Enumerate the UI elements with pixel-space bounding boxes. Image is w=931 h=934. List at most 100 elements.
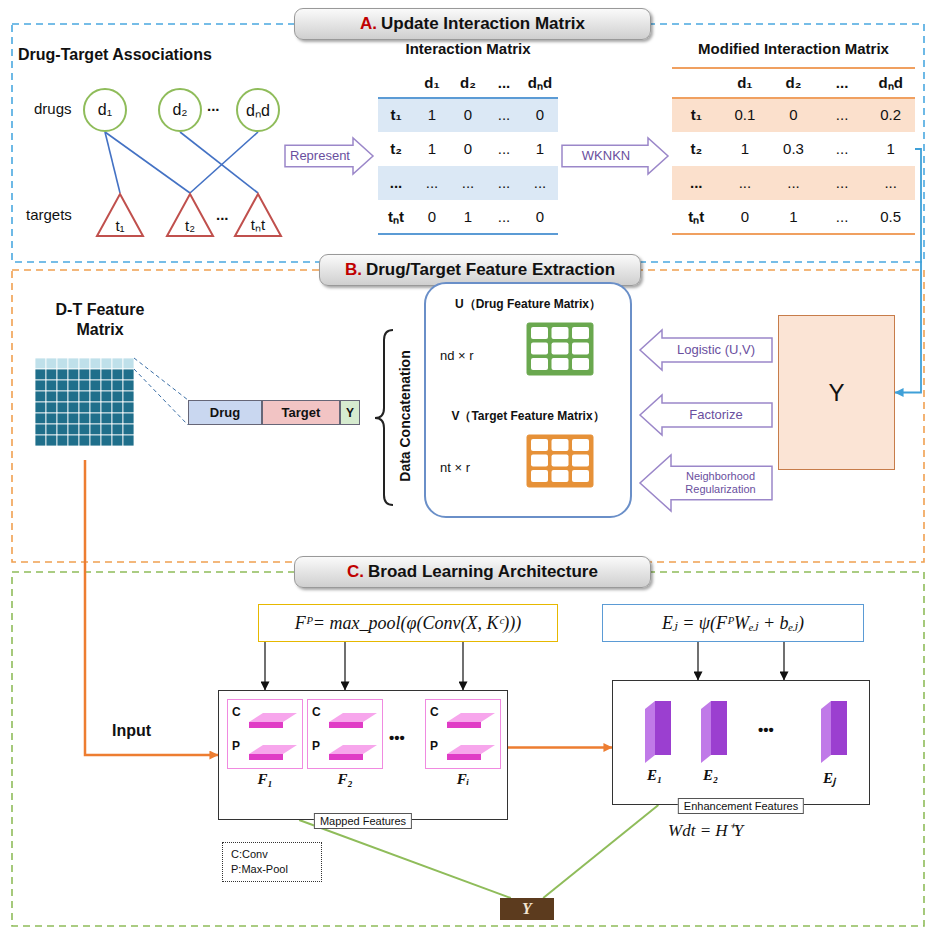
text-wrap: d₁ [85,90,125,130]
grid-cell [79,413,90,424]
table-cell: d₂ [450,68,486,98]
grid-cell [90,424,101,435]
grid-cell [68,391,79,402]
grid-cell [90,435,101,446]
grid-cell [572,358,589,370]
connector [299,820,511,898]
text-wrap: A.Update Interaction Matrix [295,9,650,39]
grid-cell [35,402,46,413]
table-cell: ... [866,166,915,200]
table-cell: 0 [721,200,770,234]
connector [783,642,784,680]
grid-cell [35,424,46,435]
grid-cell [57,380,68,391]
table-cell: t₁ [378,98,414,132]
grid-cell [57,369,68,380]
table-cell: ... [522,166,558,200]
text-wrap: Y [341,401,359,424]
connector [543,805,658,898]
node-text: tₙt [234,214,282,234]
node-text: nd × r [440,348,474,363]
grid-cell [123,380,134,391]
feature-group-box: CPF₁ [227,699,303,777]
table-cell: 0.3 [769,132,818,166]
text-wrap: Drug [189,401,261,424]
grid-cell [552,358,569,370]
table-title: Modified Interaction Matrix [652,40,931,57]
grid-cell [68,413,79,424]
slab-top [447,745,495,754]
table-rule [378,97,558,99]
feature-matrix: D-T Feature Matrix [25,300,175,460]
node-text: Y [828,379,844,407]
group-label: Data Concatenation [397,346,413,486]
table-cell: ... [450,166,486,200]
table-cell: tₙt [672,200,721,234]
text-wrap: Eⱼ = ψ(FᴾWₑⱼ + bₑⱼ) [603,605,863,641]
grid-cell [57,413,68,424]
drug-circle: d₂ [158,88,202,132]
grid-cell [35,413,46,424]
grid-cell [79,435,90,446]
section-banner: A.Update Interaction Matrix [294,8,651,40]
formula-box: Fᴾ= max_pool(φ(Conv(X, Kᶜ))) [258,604,558,642]
text-label: Input [112,722,151,740]
arrow-outline [562,138,668,174]
feature-group-box: CPFᵢ [425,699,501,777]
grid-cell [46,391,57,402]
grid-cell [79,369,90,380]
grid-cell [79,402,90,413]
text-wrap: Y [500,898,554,920]
table-cell: 0 [414,200,450,234]
node-text: P [232,739,240,753]
grid-cell [572,343,589,355]
target-triangle: t₂ [166,193,214,237]
grid-cell [572,439,589,451]
grid-cell [101,413,112,424]
table-cell: t₂ [378,132,414,166]
grid-cell [572,455,589,467]
grid-cell [68,402,79,413]
table-cell: ... [818,200,867,234]
table-rule [672,97,915,99]
table-cell: ... [769,166,818,200]
connector [462,642,463,690]
text-wrap: Logistic (U,V) [662,330,770,370]
node-text: Eⱼ = ψ(FᴾWₑⱼ + bₑⱼ) [662,612,804,634]
node-text: C:Conv [231,847,313,862]
grid-cell [101,369,112,380]
concat-segment: Y [340,400,360,425]
slab-face [831,701,847,755]
output-box: Y [500,898,554,920]
slab-face [711,701,727,755]
grid-cell [123,413,134,424]
text-label: Drug-Target Associations [18,46,212,64]
caption-box: Enhancement Features [678,798,804,814]
triangle-outline [235,194,281,236]
leader-dashed [134,358,188,400]
slab-top [447,713,495,722]
grid-cell [531,358,548,370]
table-cell: t₁ [672,98,721,132]
grid-cell [90,380,101,391]
node-text: A. [360,14,377,34]
grid-cell [46,380,57,391]
grid-cell [46,435,57,446]
grid-cell [57,391,68,402]
text-label: drugs [34,100,72,117]
matrix-box: Y [778,315,895,470]
drug-circle: dₙd [236,88,280,132]
grid-cell [552,470,569,482]
grid-cell [90,369,101,380]
node-text: B. [345,260,362,280]
grid-cell [123,402,134,413]
arrow-outline [285,138,373,174]
grid-cell [112,402,123,413]
grid-cell [90,402,101,413]
node-text: P [312,739,320,753]
grid-cell [90,413,101,424]
process-arrow: WKNKN [562,138,668,174]
grid-cell [101,380,112,391]
grid-cell [112,369,123,380]
